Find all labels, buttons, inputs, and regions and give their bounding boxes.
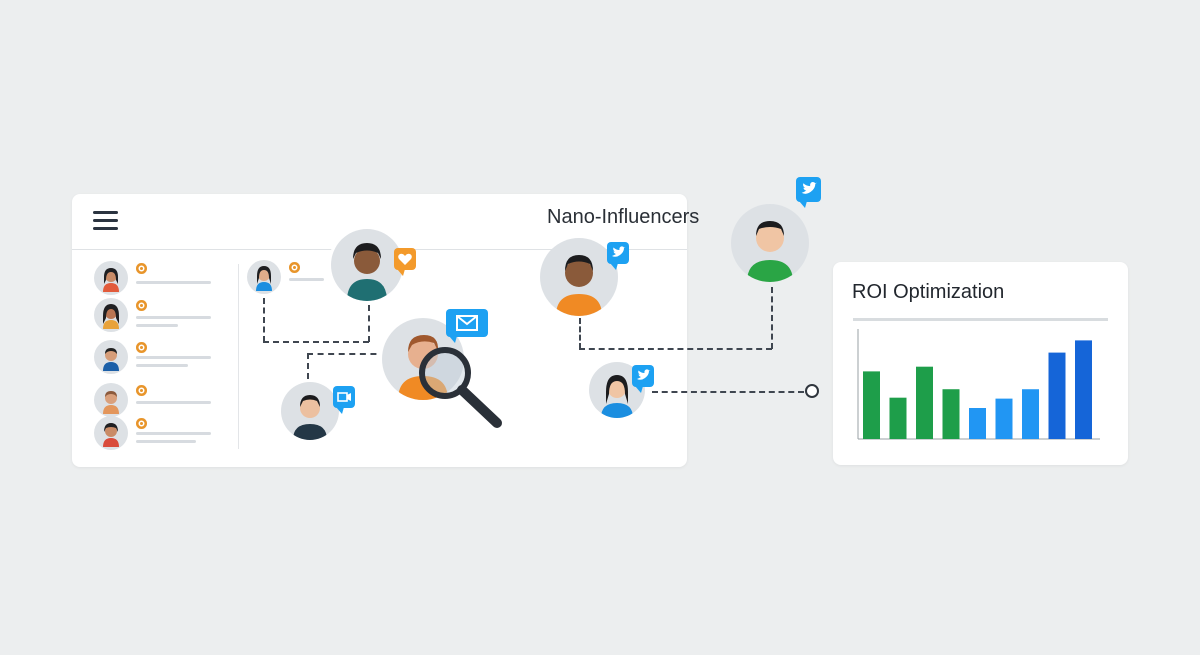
list-item[interactable] xyxy=(94,383,224,417)
placeholder-line xyxy=(136,324,178,327)
chart-bar xyxy=(995,398,1013,439)
hamburger-menu-icon[interactable] xyxy=(93,211,119,231)
placeholder-line xyxy=(136,281,211,284)
twitter-bird-icon[interactable] xyxy=(632,365,654,393)
chart-bar xyxy=(969,408,986,439)
twitter-bird-icon[interactable] xyxy=(796,177,821,208)
chart-bar xyxy=(1075,340,1092,439)
envelope-icon[interactable] xyxy=(446,309,488,343)
status-badge xyxy=(136,263,147,274)
status-badge xyxy=(136,385,147,396)
connector-line xyxy=(579,318,581,349)
influencer-node[interactable] xyxy=(731,204,809,282)
chart-bar xyxy=(942,389,960,439)
roi-optimization-card: ROI Optimization xyxy=(833,262,1128,465)
list-item[interactable] xyxy=(247,260,377,294)
connector-line xyxy=(579,348,772,350)
connector-line xyxy=(307,353,309,379)
influencer-node[interactable] xyxy=(331,229,403,301)
status-badge xyxy=(136,300,147,311)
placeholder-line xyxy=(136,440,196,443)
avatar xyxy=(94,298,128,332)
placeholder-line xyxy=(136,401,211,404)
chart-bar xyxy=(889,397,907,439)
avatar xyxy=(247,260,281,294)
column-divider xyxy=(238,264,239,449)
placeholder-line xyxy=(289,278,324,281)
title-divider xyxy=(853,318,1108,321)
chart-bar xyxy=(863,371,880,439)
twitter-bird-icon[interactable] xyxy=(607,242,629,270)
influencer-node[interactable] xyxy=(281,382,339,440)
placeholder-line xyxy=(136,364,188,367)
chart-bar xyxy=(1048,352,1066,439)
connector-line xyxy=(263,341,369,343)
status-badge xyxy=(136,342,147,353)
avatar xyxy=(94,383,128,417)
heart-icon[interactable] xyxy=(394,248,416,276)
roi-bar-chart xyxy=(857,329,1100,440)
connector-endpoint[interactable] xyxy=(805,384,819,398)
list-item[interactable] xyxy=(94,298,224,332)
connector-line xyxy=(368,305,370,342)
connector-line xyxy=(652,391,804,393)
video-icon[interactable] xyxy=(333,386,355,414)
list-item[interactable] xyxy=(94,416,224,450)
placeholder-line xyxy=(136,316,211,319)
chart-bar xyxy=(1022,389,1039,439)
avatar xyxy=(94,416,128,450)
status-badge xyxy=(136,418,147,429)
magnifying-glass-icon[interactable] xyxy=(415,343,505,433)
placeholder-line xyxy=(136,432,211,435)
influencer-node[interactable] xyxy=(540,238,618,316)
avatar xyxy=(94,340,128,374)
status-badge xyxy=(289,262,300,273)
avatar xyxy=(94,261,128,295)
connector-line xyxy=(771,287,773,349)
connector-line xyxy=(263,298,265,342)
chart-bar xyxy=(916,366,933,439)
list-item[interactable] xyxy=(94,261,224,295)
roi-optimization-title: ROI Optimization xyxy=(852,281,1005,303)
list-item[interactable] xyxy=(94,340,224,374)
nano-influencers-heading: Nano-Influencers xyxy=(547,206,700,228)
placeholder-line xyxy=(136,356,211,359)
connector-line xyxy=(307,353,387,355)
